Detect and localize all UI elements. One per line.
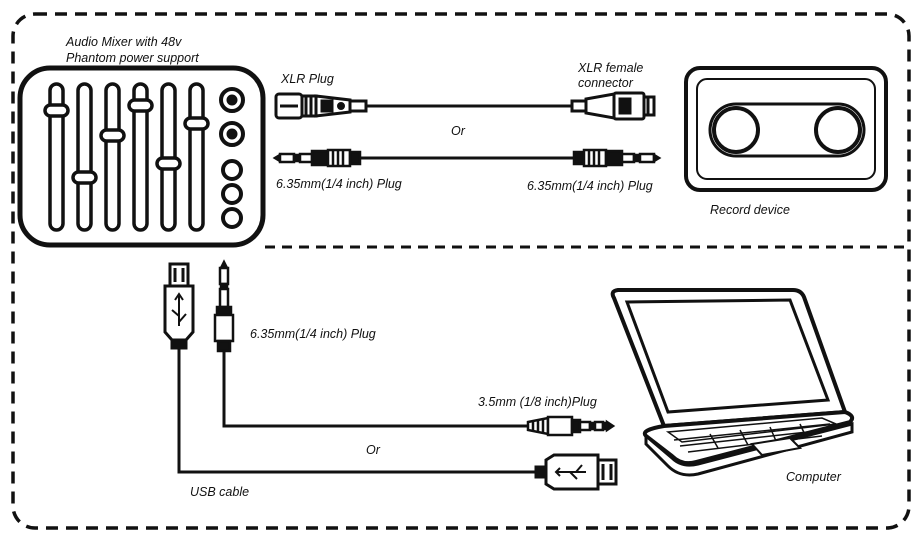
- usb-cable: [177, 348, 536, 474]
- xlr-male-plug: [274, 92, 368, 120]
- laptop-computer: [610, 288, 855, 477]
- quarter-inch-plug-right: [572, 148, 662, 168]
- outer-dashed-frame: [11, 12, 911, 530]
- usb-b-plug: [163, 262, 195, 350]
- record-device: [684, 66, 888, 192]
- mixer-quarter-inch-jacks: [221, 159, 243, 229]
- quarter-inch-plug-bottom: [213, 259, 235, 353]
- record-device-label: Record device: [710, 203, 790, 217]
- usb-cable-label: USB cable: [190, 485, 249, 499]
- quarter-plug-right-label: 6.35mm(1/4 inch) Plug: [527, 179, 653, 193]
- xlr-female-label-line2: connector: [578, 76, 634, 90]
- eighth-inch-plug: [526, 415, 616, 437]
- mixer-label-line1: Audio Mixer with 48v: [65, 35, 182, 49]
- eighth-plug-label: 3.5mm (1/8 inch)Plug: [478, 395, 597, 409]
- mixer-fader-sliders: [43, 82, 210, 232]
- or-label-top: Or: [451, 124, 466, 138]
- xlr-female-label-line1: XLR female: [577, 61, 643, 75]
- mixer-xlr-jacks: [219, 87, 245, 147]
- usb-a-plug: [534, 453, 618, 491]
- quarter-inch-plug-left: [272, 148, 362, 168]
- mixer-label-line2: Phantom power support: [66, 51, 199, 65]
- quarter-to-eighth-cable: [222, 351, 528, 428]
- xlr-female-connector: [570, 91, 656, 121]
- quarter-plug-bottom-label: 6.35mm(1/4 inch) Plug: [250, 327, 376, 341]
- computer-label: Computer: [786, 470, 842, 484]
- or-label-bottom: Or: [366, 443, 381, 457]
- xlr-plug-label: XLR Plug: [280, 72, 334, 86]
- audio-mixer: [17, 65, 266, 248]
- quarter-plug-left-label: 6.35mm(1/4 inch) Plug: [276, 177, 402, 191]
